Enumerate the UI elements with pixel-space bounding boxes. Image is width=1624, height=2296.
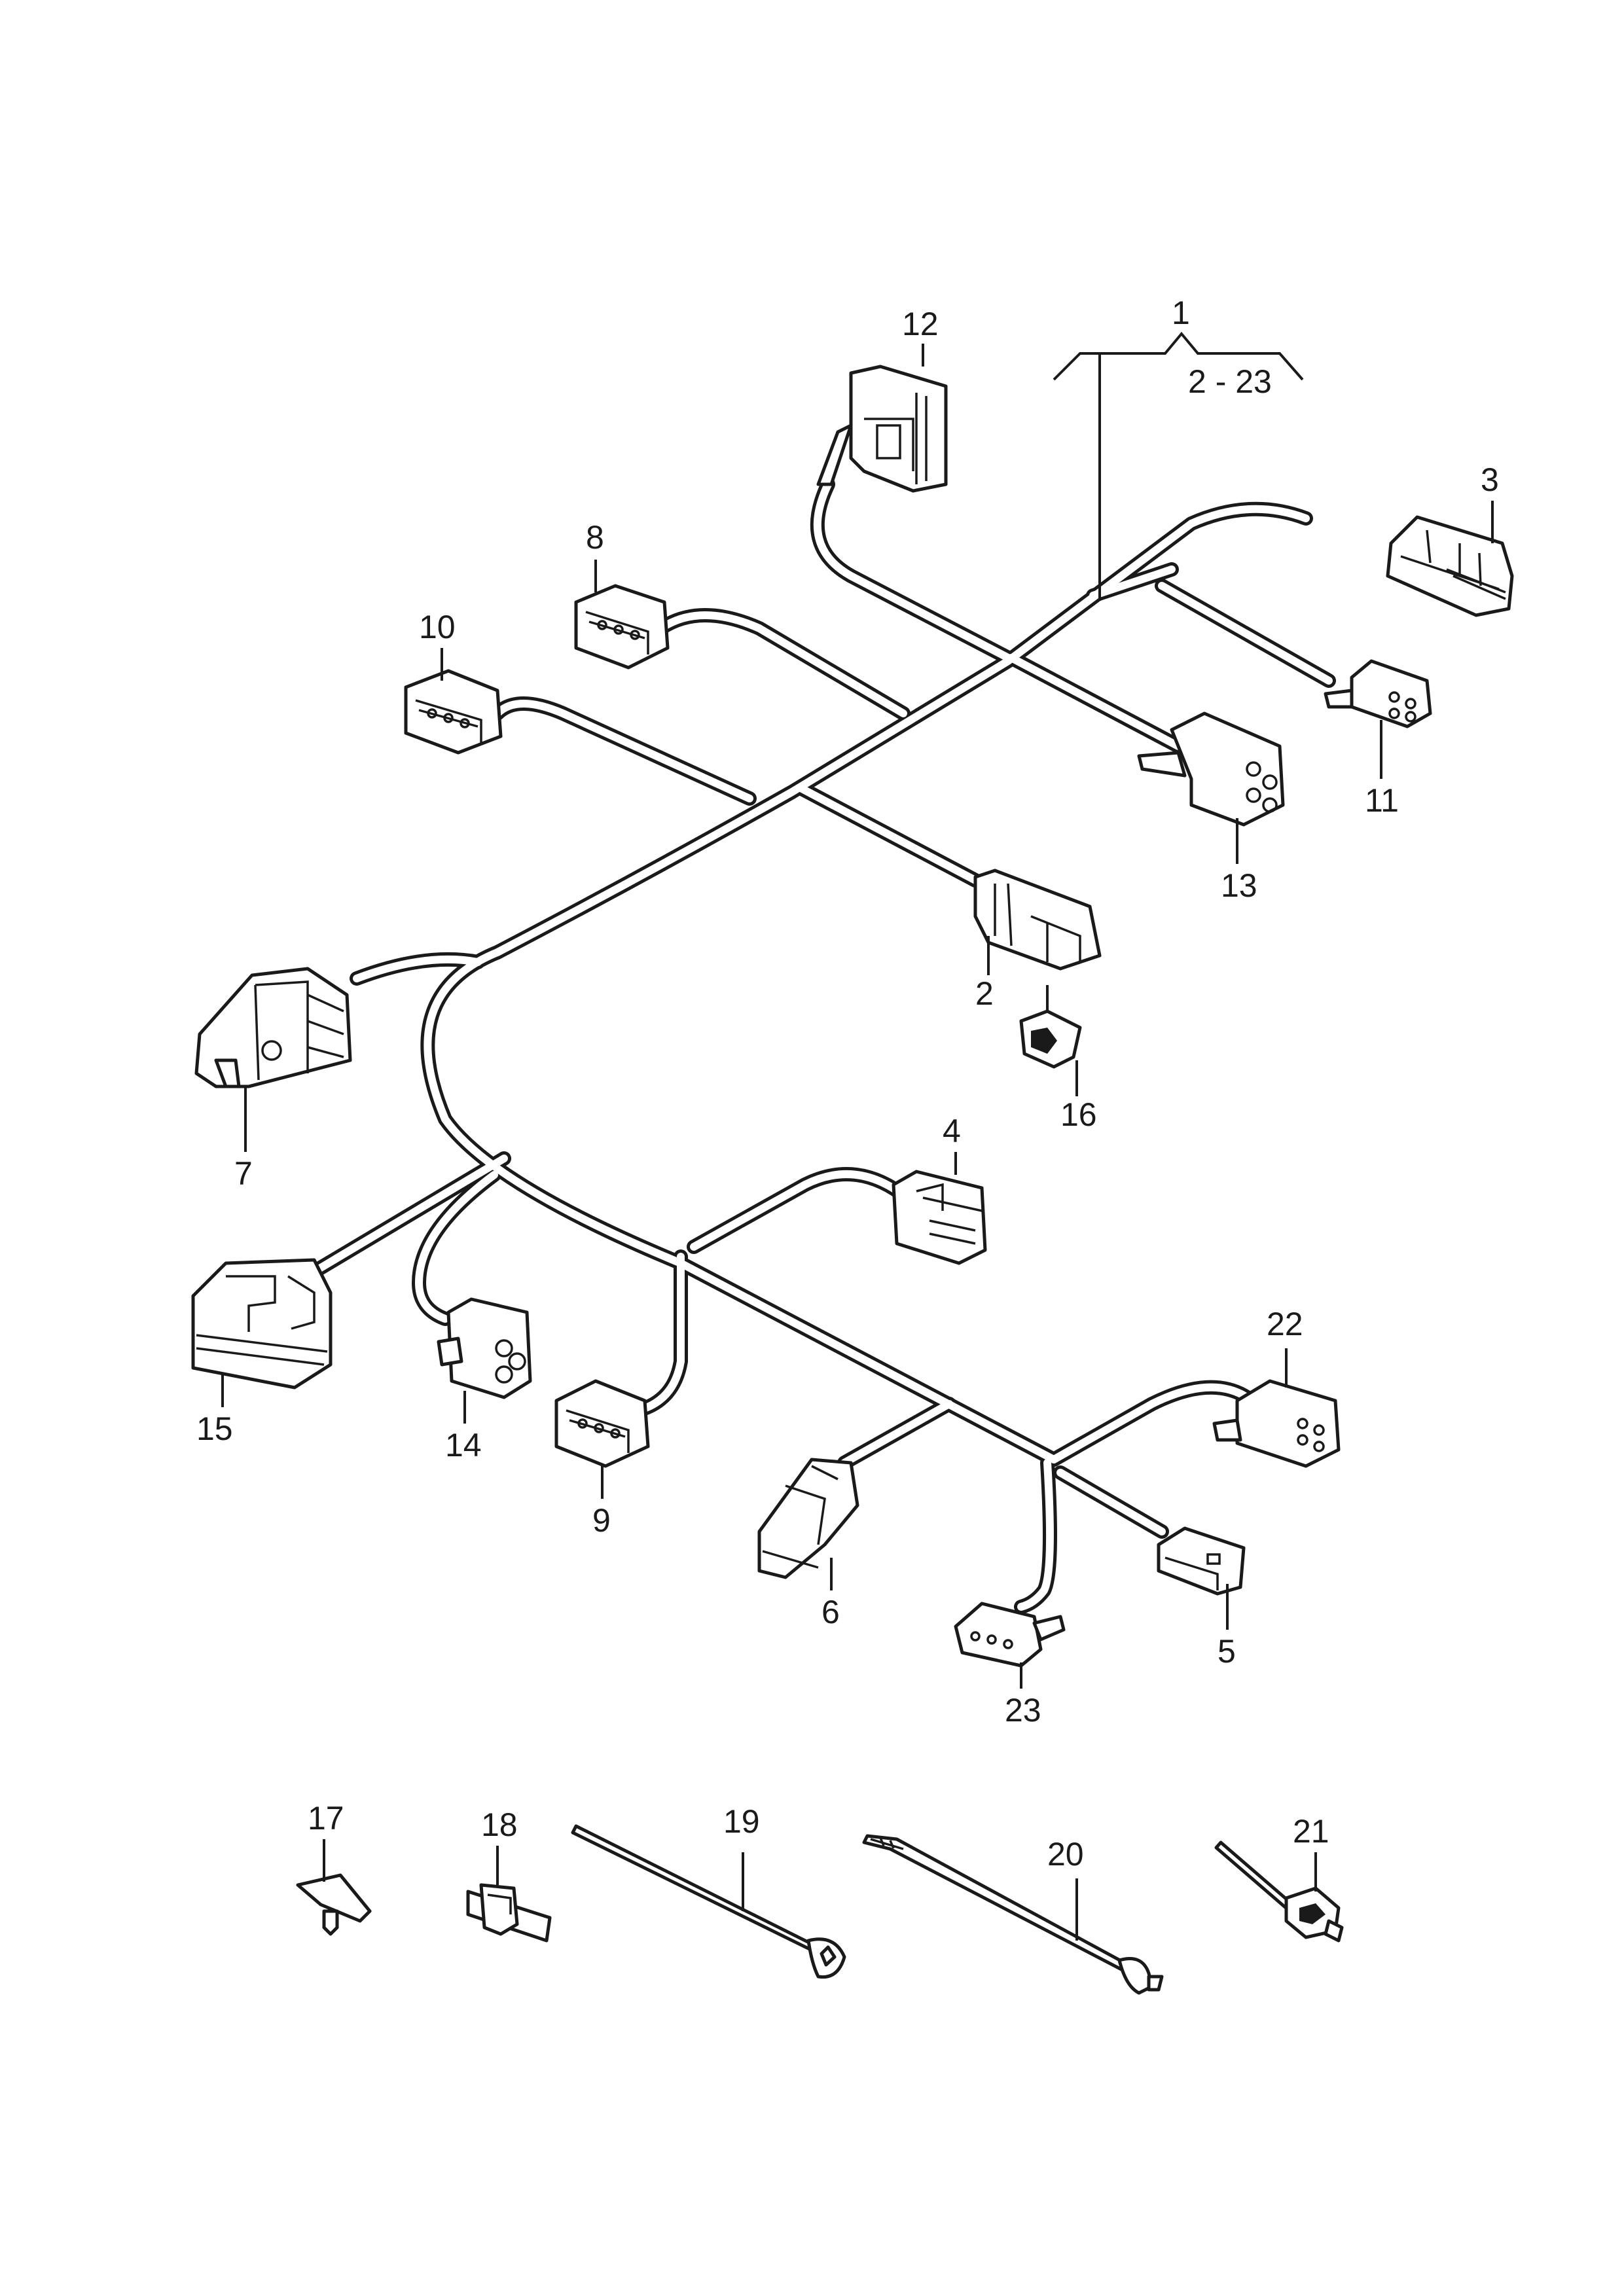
callout-3: 3 [1481,461,1499,498]
connector-9: 9 [554,1379,650,1539]
callout-12: 12 [902,306,939,342]
connector-7: 7 [194,967,352,1192]
clip-18: 18 [466,1806,552,1943]
callout-10: 10 [419,609,456,645]
cable-tie-21: 21 [1214,1813,1344,1943]
callout-7: 7 [234,1155,253,1192]
callout-14: 14 [445,1427,482,1463]
callout-range: 2 - 23 [1188,363,1272,400]
callout-17: 17 [308,1800,344,1837]
connector-12: 12 [816,306,948,493]
callout-4: 4 [943,1113,961,1149]
connector-10: 10 [404,609,503,755]
connector-4: 4 [892,1113,987,1265]
clip-16: 16 [1019,985,1097,1133]
callout-22: 22 [1267,1306,1303,1342]
connector-22: 22 [1212,1306,1341,1468]
callout-16: 16 [1060,1096,1097,1133]
connector-23: 23 [954,1602,1066,1729]
connector-5: 5 [1157,1526,1246,1670]
callout-18: 18 [481,1806,518,1843]
callout-6: 6 [821,1594,840,1630]
connector-13: 13 [1137,711,1285,904]
connector-6: 6 [757,1458,859,1630]
clip-17: 17 [296,1800,372,1936]
callout-11: 11 [1365,782,1399,819]
callout-9: 9 [592,1502,611,1539]
wiring-harness [310,477,1336,1614]
callout-13: 13 [1221,867,1257,904]
connector-3: 3 [1386,461,1514,617]
connector-15: 15 [191,1258,333,1447]
connector-11: 11 [1324,659,1432,819]
cable-tie-19: 19 [571,1803,846,1979]
callout-20: 20 [1047,1836,1084,1873]
callout-1-bracket: 1 2 - 23 [1053,295,1304,601]
callout-23: 23 [1005,1692,1041,1729]
callout-5: 5 [1218,1633,1236,1670]
cable-tie-20: 20 [862,1834,1164,1995]
connector-2: 2 [973,869,1102,1012]
callout-19: 19 [723,1803,760,1840]
callout-15: 15 [196,1410,233,1447]
callout-1: 1 [1172,295,1190,331]
connector-14: 14 [437,1297,532,1463]
connector-8: 8 [574,519,670,670]
callout-21: 21 [1293,1813,1329,1850]
callout-8: 8 [586,519,604,556]
callout-2: 2 [975,975,994,1012]
